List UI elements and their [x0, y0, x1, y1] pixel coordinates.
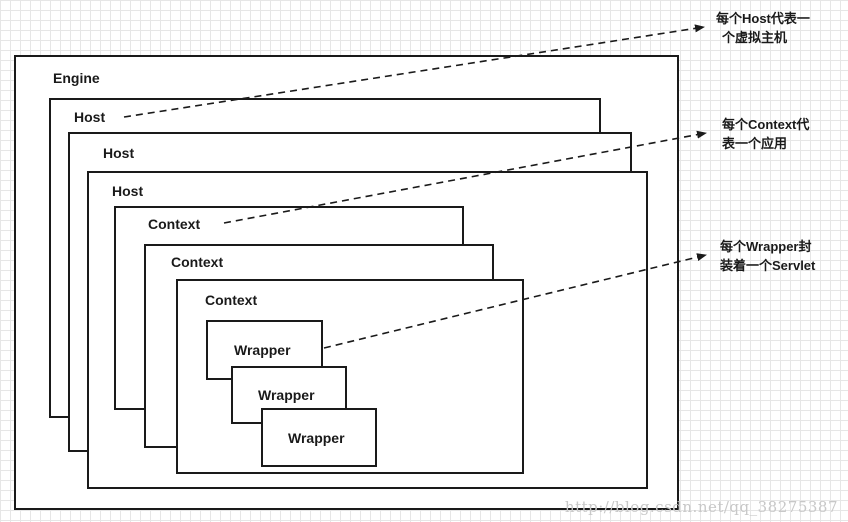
- host-label-1: Host: [74, 109, 106, 125]
- context-note-line1: 每个Context代: [722, 117, 810, 132]
- wrapper-note: 每个Wrapper封 装着一个Servlet: [720, 237, 815, 275]
- wrapper-arrow: [323, 253, 707, 349]
- wrapper-label-2: Wrapper: [258, 387, 315, 403]
- wrapper-note-line1: 每个Wrapper封: [720, 239, 812, 254]
- host-note: 每个Host代表一 个虚拟主机: [716, 9, 810, 47]
- context-label-1: Context: [148, 216, 201, 232]
- context-note-line2: 表一个应用: [722, 136, 788, 151]
- context-arrow: [223, 130, 707, 224]
- wrapper-label-1: Wrapper: [234, 342, 291, 358]
- host-note-line1: 每个Host代表一: [716, 11, 810, 26]
- context-label-2: Context: [171, 254, 224, 270]
- host-note-line2: 个虚拟主机: [722, 30, 788, 45]
- wrapper-note-line2: 装着一个Servlet: [720, 258, 816, 273]
- host-arrow: [123, 24, 705, 118]
- wrapper-box-3: [261, 408, 377, 467]
- engine-label: Engine: [53, 70, 100, 86]
- context-label-3: Context: [205, 292, 258, 308]
- context-note: 每个Context代 表一个应用: [722, 115, 809, 153]
- wrapper-label-3: Wrapper: [288, 430, 345, 446]
- host-label-3: Host: [112, 183, 144, 199]
- watermark: http://blog.csdn.net/qq_38275387: [564, 498, 838, 516]
- host-label-2: Host: [103, 145, 135, 161]
